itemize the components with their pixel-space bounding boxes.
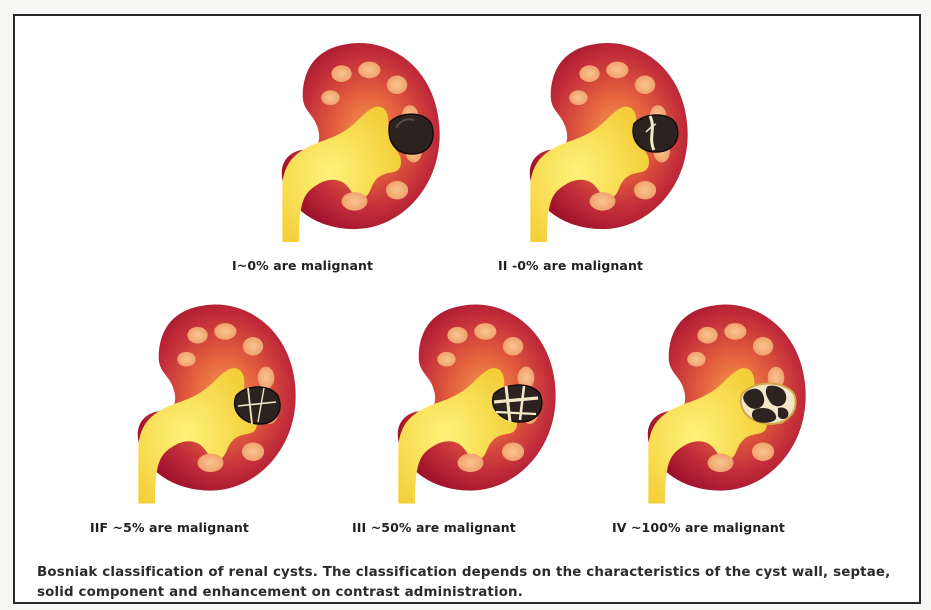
kidney-illustration-IV: [628, 288, 858, 516]
label-bosniak-IV: IV ~100% are malignant: [612, 520, 785, 535]
panel-bosniak-II: [510, 30, 740, 290]
panel-bosniak-IIF: [118, 288, 348, 548]
panel-bosniak-I: [262, 30, 492, 290]
label-bosniak-II: II -0% are malignant: [498, 258, 643, 273]
panel-bosniak-IV: [628, 288, 858, 548]
figure-caption: Bosniak classification of renal cysts. T…: [37, 563, 917, 603]
kidney-illustration-IIF: [118, 288, 348, 516]
cyst-septum-icon: [633, 115, 678, 152]
kidney-illustration-III: [378, 288, 608, 516]
label-bosniak-III: III ~50% are malignant: [352, 520, 516, 535]
label-bosniak-I: I~0% are malignant: [232, 258, 373, 273]
label-bosniak-IIF: IIF ~5% are malignant: [90, 520, 249, 535]
panel-bosniak-III: [378, 288, 608, 548]
kidney-illustration-II: [510, 30, 740, 255]
kidney-illustration-I: [262, 30, 492, 255]
